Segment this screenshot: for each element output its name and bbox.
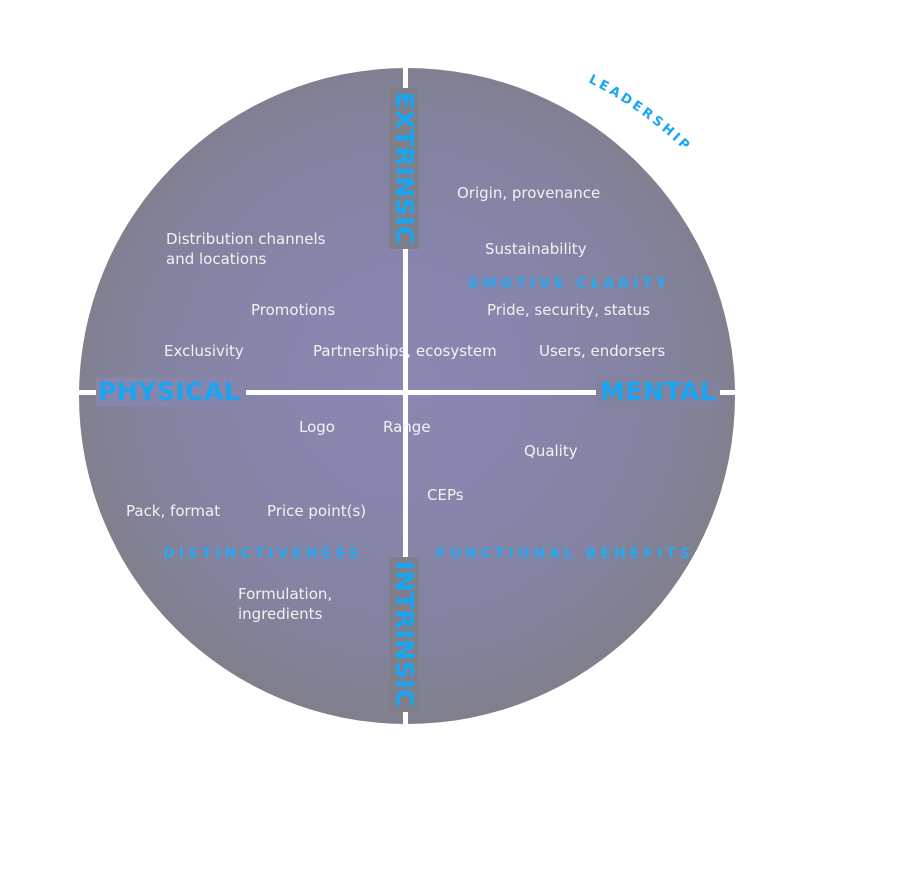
- axis-label-intrinsic: INTRINSIC: [389, 557, 419, 712]
- item-promotions: Promotions: [251, 301, 336, 319]
- item-formulation-line-1: Formulation,: [238, 585, 333, 603]
- item-range: Range: [383, 418, 431, 436]
- axis-label-physical: PHYSICAL: [96, 377, 247, 407]
- axis-label-extrinsic: EXTRINSIC: [389, 88, 419, 250]
- item-formulation-line-2: ingredients: [238, 605, 323, 623]
- item-distribution-line-2: and locations: [166, 250, 267, 268]
- quadrant-label-distinctiveness: DISTINCTIVENESS: [163, 546, 363, 562]
- item-price-points: Price point(s): [267, 502, 367, 520]
- item-exclusivity: Exclusivity: [164, 342, 244, 360]
- item-pack-format: Pack, format: [126, 502, 221, 520]
- item-quality: Quality: [524, 442, 578, 460]
- item-logo: Logo: [299, 418, 335, 436]
- vertical-axis-line: [403, 68, 408, 724]
- quadrant-label-emotive-clarity: EMOTIVE CLARITY: [469, 276, 671, 292]
- item-partnerships-ecosystem: Partnerships, ecosystem: [313, 342, 497, 360]
- item-origin-provenance: Origin, provenance: [457, 184, 601, 202]
- axis-label-mental: MENTAL: [596, 377, 721, 407]
- item-ceps: CEPs: [427, 486, 464, 504]
- item-distribution-line-1: Distribution channels: [166, 230, 326, 248]
- item-users-endorsers: Users, endorsers: [539, 342, 666, 360]
- quadrant-label-functional-benefits: FUNCTIONAL BENEFITS: [436, 546, 694, 562]
- item-pride-security-status: Pride, security, status: [487, 301, 650, 319]
- item-sustainability: Sustainability: [485, 240, 587, 258]
